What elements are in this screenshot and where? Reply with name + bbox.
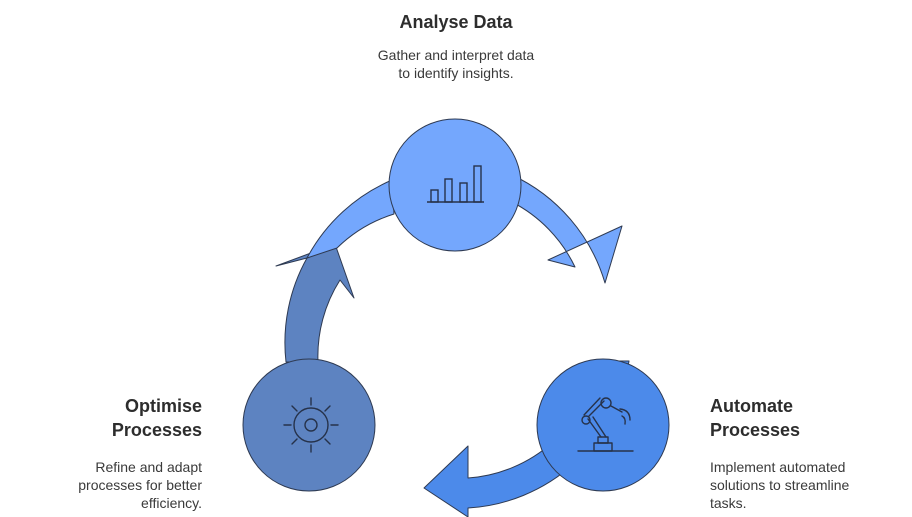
arrow-top-left-band <box>306 179 395 259</box>
arrow-optimise-to-analyse <box>275 243 355 363</box>
step-title-line: Analyse Data <box>399 12 513 32</box>
step-description-line: efficiency. <box>141 495 202 511</box>
robotic-arm-icon <box>577 397 634 452</box>
arrow-analyse-to-automate <box>511 174 623 284</box>
step-description-line: Refine and adapt <box>95 459 202 475</box>
node-optimise-processes <box>242 358 376 492</box>
step-description-analyse-data: Gather and interpret data to identify in… <box>334 46 578 82</box>
step-description-line: Implement automated <box>710 459 846 475</box>
bar-chart-icon <box>427 165 484 203</box>
step-title-line: Optimise <box>124 396 202 416</box>
step-description-automate-processes: Implement automated solutions to streaml… <box>710 458 900 512</box>
step-description-optimise-processes: Refine and adapt processes for better ef… <box>22 458 202 512</box>
step-title-line: Automate <box>710 396 794 416</box>
step-description-line: to identify insights. <box>398 65 514 81</box>
gear-sun-icon <box>283 397 339 453</box>
step-title-automate-processes: Automate Processes <box>710 394 890 442</box>
step-description-line: solutions to streamline <box>710 477 850 493</box>
step-description-line: Gather and interpret data <box>377 47 535 63</box>
step-title-optimise-processes: Optimise Processes <box>22 394 202 442</box>
step-title-line: Processes <box>111 420 202 440</box>
step-description-line: processes for better <box>78 477 202 493</box>
step-title-analyse-data: Analyse Data <box>356 10 556 34</box>
step-title-line: Processes <box>710 420 801 440</box>
step-description-line: tasks. <box>710 495 747 511</box>
node-automate-processes <box>536 358 670 492</box>
node-analyse-data <box>388 118 522 252</box>
